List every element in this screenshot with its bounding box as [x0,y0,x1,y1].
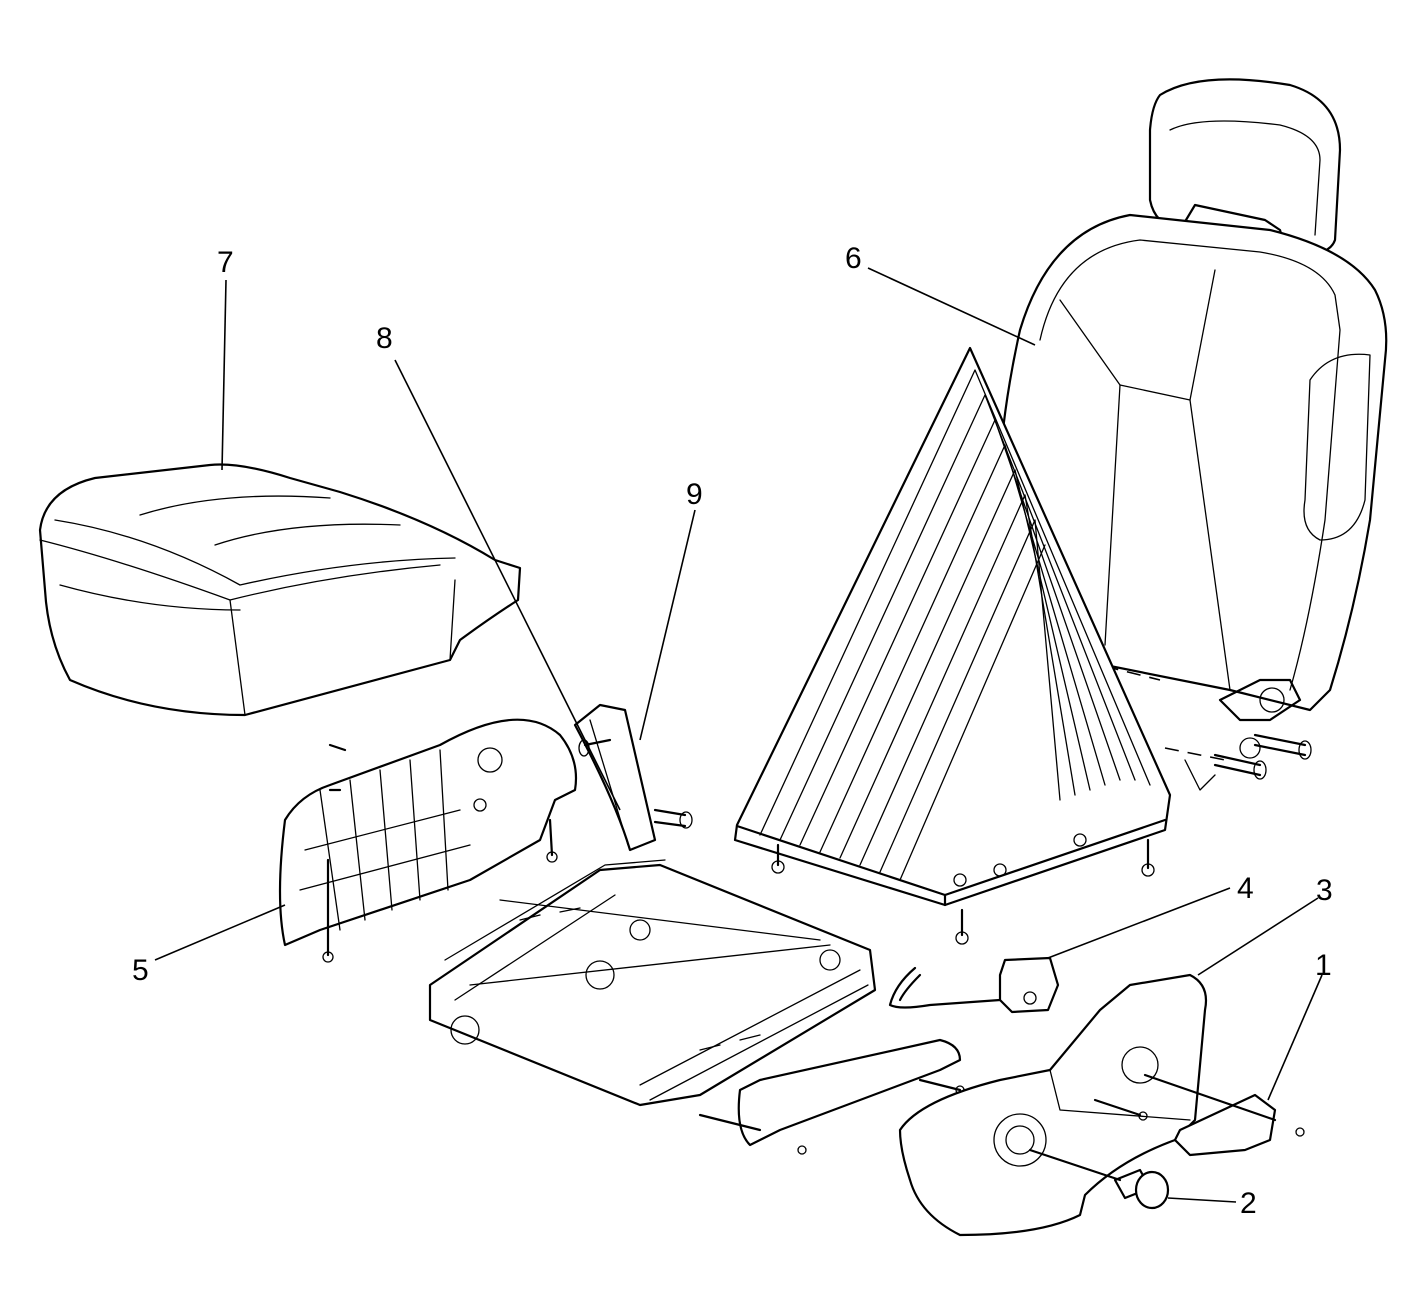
outer-side-shield [898,973,1208,1237]
callout-4: 4 [1237,872,1254,905]
inner-side-panel [278,718,578,963]
recliner-bracket [573,703,693,852]
callout-5: 5 [132,954,149,987]
wiring-harness [888,956,1060,1014]
callout-9: 9 [686,478,703,511]
seat-pan-frame-tray-visible [733,346,1172,907]
seat-adjuster-tracks [428,859,877,1107]
callout-8: 8 [376,322,393,355]
shield-cap [1028,1148,1170,1210]
callout-7: 7 [217,246,234,279]
seat-back [974,78,1388,791]
recline-handle [1143,1073,1305,1157]
callout-3: 3 [1316,874,1333,907]
seat-cushion [38,463,522,717]
track-cover [698,1038,965,1155]
seat-pan-bolts [771,838,1155,945]
callout-1: 1 [1315,949,1332,982]
callout-2: 2 [1240,1187,1257,1220]
leader-lines [154,267,1323,1203]
callout-6: 6 [845,242,862,275]
